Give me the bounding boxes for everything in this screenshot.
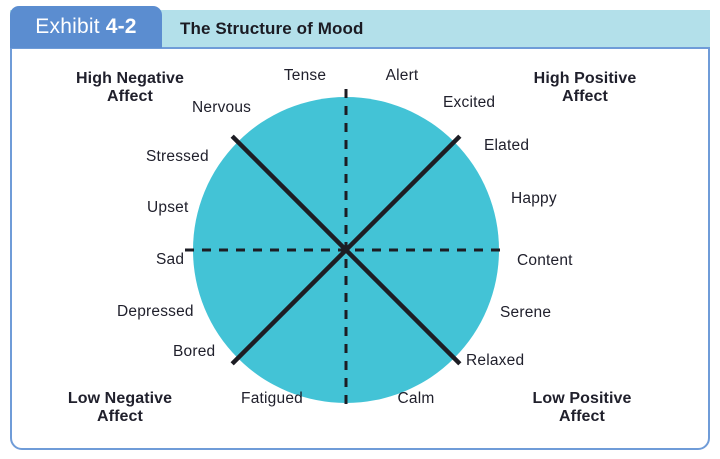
mood-label-bored: Bored [173,343,216,360]
quadrant-label-line2: Affect [107,88,153,106]
quadrant-label-line2: Affect [562,88,608,106]
mood-label-depressed: Depressed [117,303,194,320]
mood-label-stressed: Stressed [146,148,209,165]
mood-label-nervous: Nervous [192,99,252,116]
mood-label-tense: Tense [283,67,327,84]
exhibit-title: The Structure of Mood [180,19,364,38]
mood-axes-group [185,89,507,411]
mood-label-sad: Sad [156,251,185,268]
diagonal-axis-ne-sw [230,134,462,366]
mood-label-alert: Alert [385,67,419,84]
mood-label-relaxed: Relaxed [466,352,525,369]
mood-label-happy: Happy [511,190,557,207]
exhibit-tab-label: Exhibit [35,15,100,38]
mood-label-fatigued: Fatigued [241,390,303,407]
quadrant-label-line1: High Negative [76,70,184,87]
quadrant-label-line1: Low Positive [532,390,632,407]
mood-label-content: Content [517,252,573,269]
quadrant-label-line2: Affect [559,408,605,426]
mood-label-upset: Upset [147,199,189,216]
mood-label-calm: Calm [397,390,435,407]
quadrant-label-line2: Affect [97,408,143,426]
quadrant-label-line1: High Positive [533,70,637,87]
quadrant-label-line1: Low Negative [67,390,173,407]
mood-label-excited: Excited [443,94,496,111]
mood-label-serene: Serene [500,304,552,321]
mood-label-elated: Elated [484,137,530,154]
exhibit-tab-number: 4-2 [105,15,137,38]
